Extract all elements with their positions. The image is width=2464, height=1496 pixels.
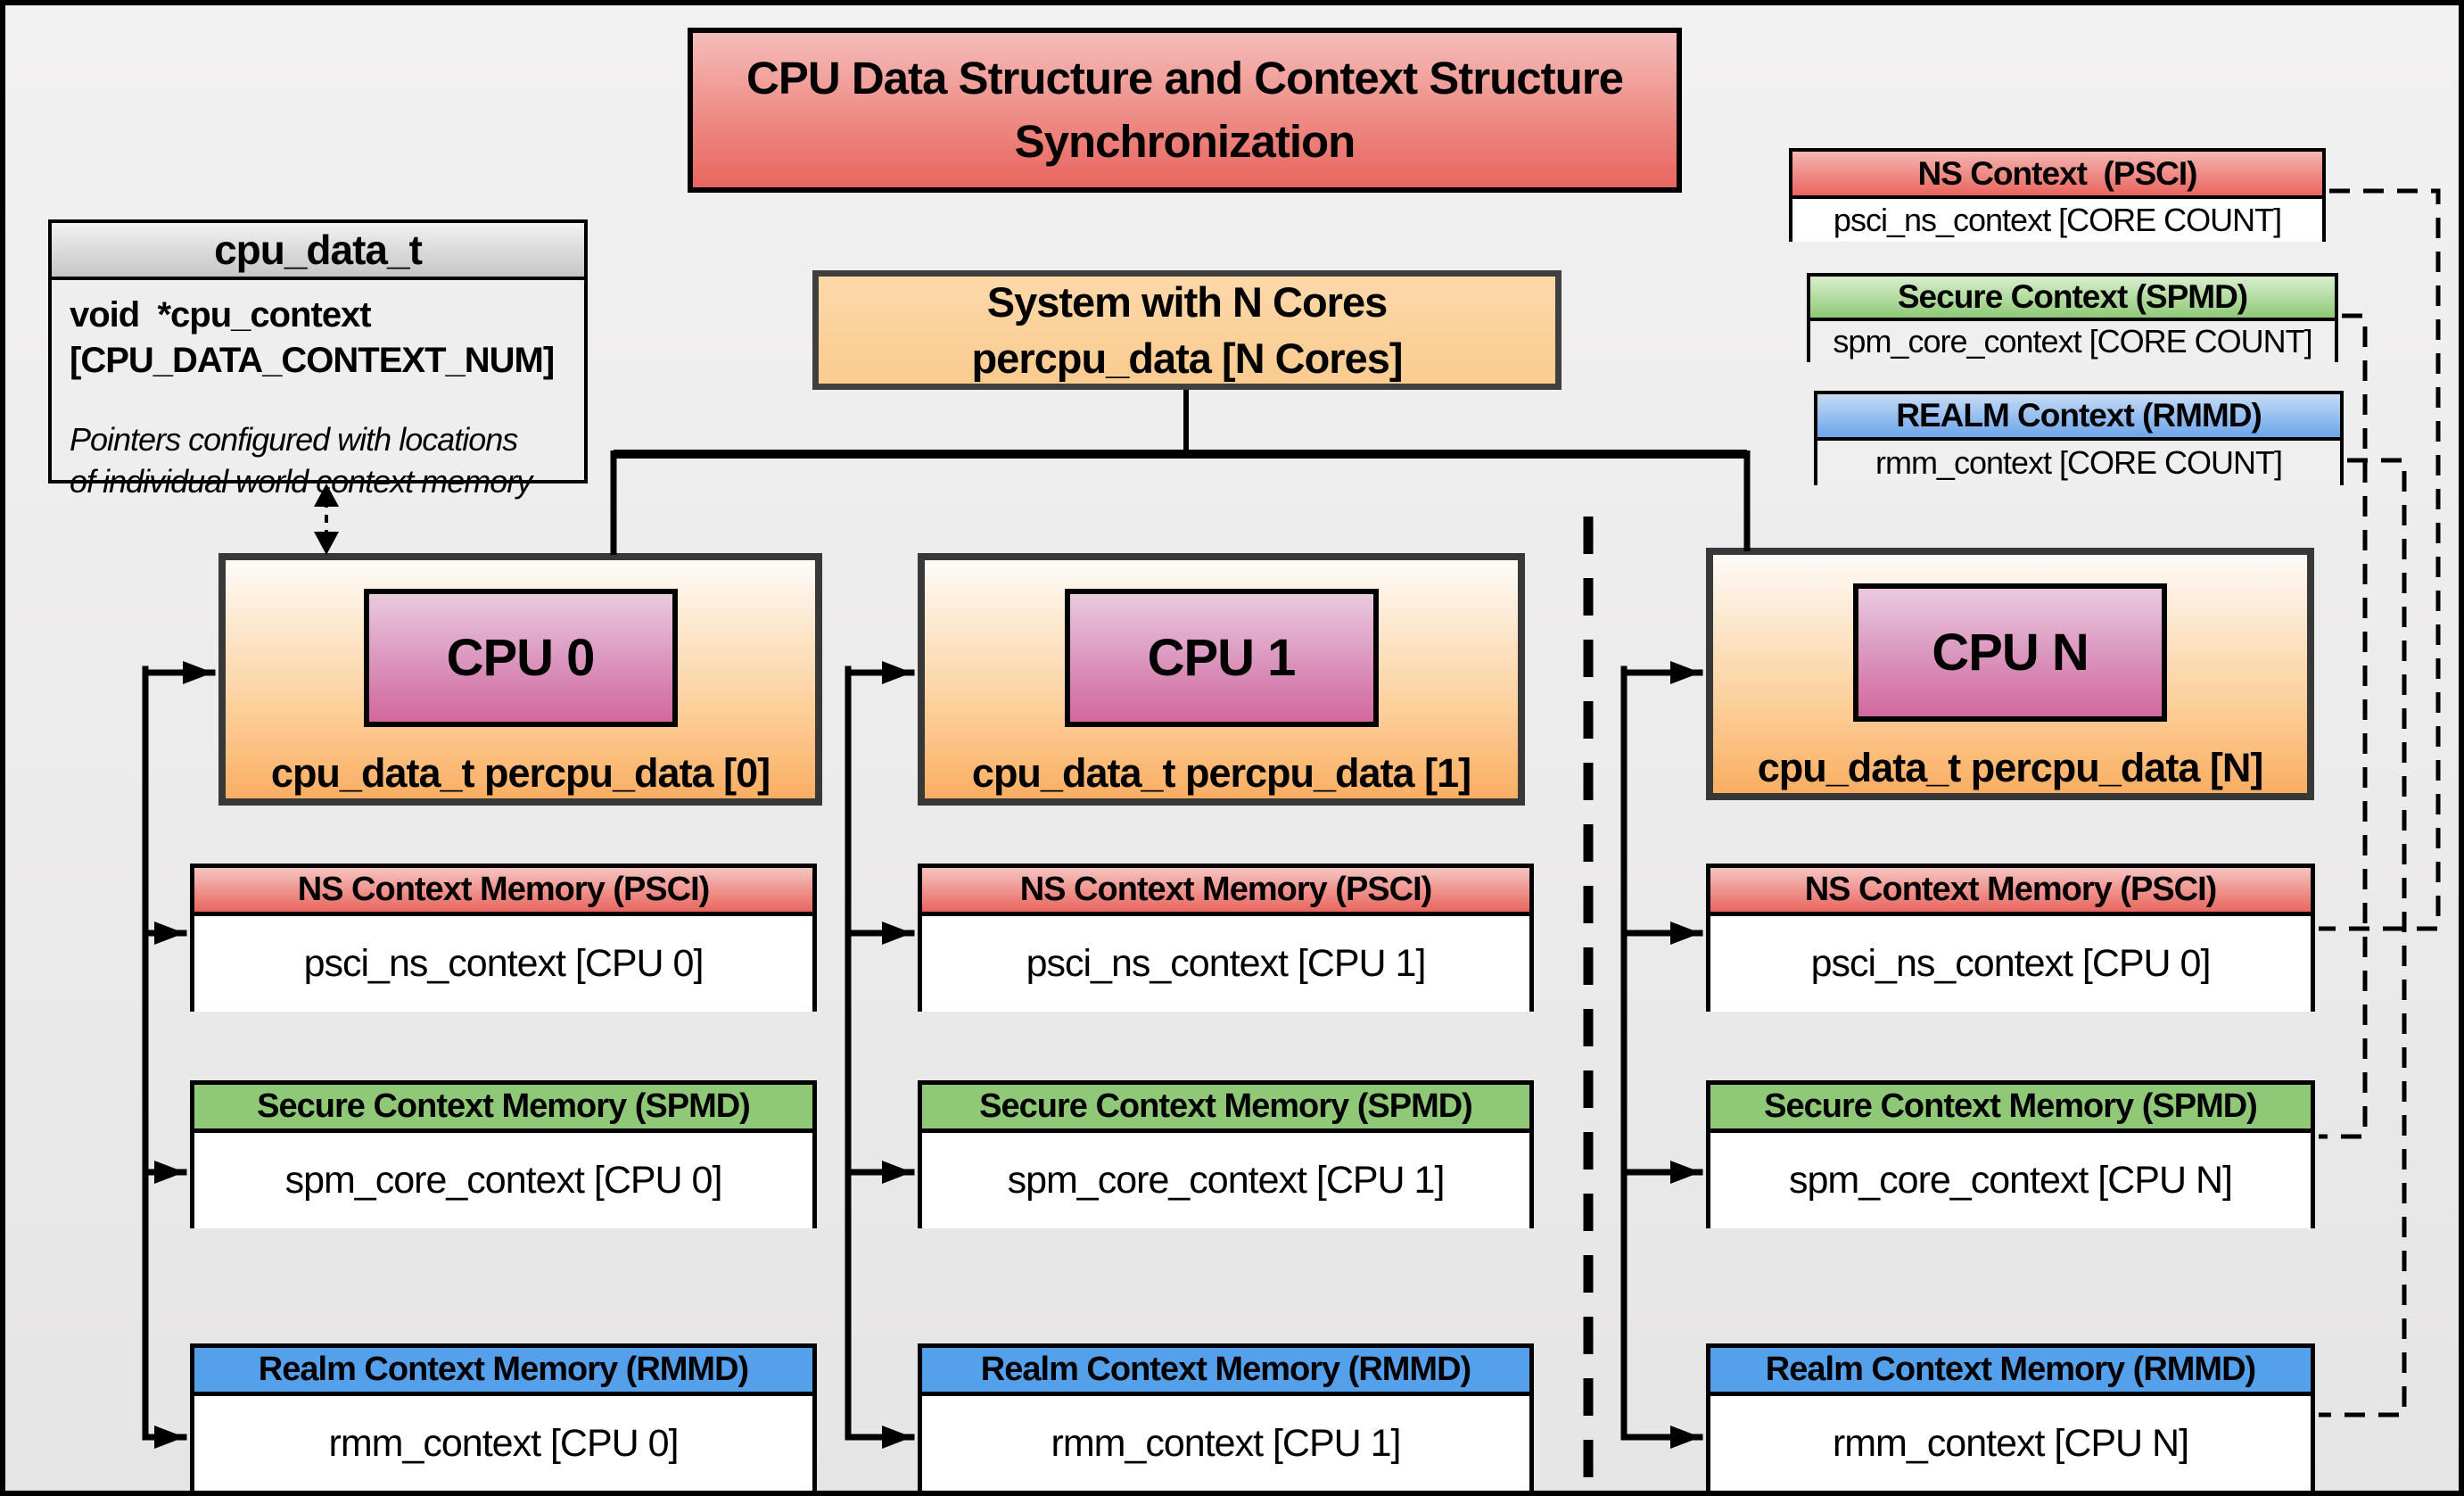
cpu0-data-label: cpu_data_t percpu_data [0] (270, 750, 771, 796)
diagram-title-box: CPU Data Structure and Context Structure… (688, 28, 1682, 193)
cpun-ns-context-memory-box: NS Context Memory (PSCI) psci_ns_context… (1706, 864, 2315, 1012)
cpun-secure-context-body: spm_core_context [CPU N] (1710, 1133, 2311, 1228)
note-line2: of individual world context memory (70, 463, 532, 500)
cpun-realm-context-header: Realm Context Memory (RMMD) (1710, 1348, 2311, 1396)
cpun-label-box: CPU N (1853, 583, 2167, 722)
cpu0-box: CPU 0 cpu_data_t percpu_data [0] (218, 553, 822, 806)
cpu1-ns-context-memory-box: NS Context Memory (PSCI) psci_ns_context… (918, 864, 1534, 1012)
cpu0-secure-context-header: Secure Context Memory (SPMD) (194, 1085, 812, 1133)
cpu0-label-box: CPU 0 (363, 589, 678, 727)
cpun-arrow-bus (1620, 661, 1703, 1449)
cpu0-ns-context-header: NS Context Memory (PSCI) (194, 868, 812, 916)
cpun-data-label: cpu_data_t percpu_data [N] (1757, 745, 2264, 790)
system-tree-connector (610, 390, 1751, 555)
legend-secure-body: spm_core_context [CORE COUNT] (1810, 321, 2335, 362)
cpu1-box: CPU 1 cpu_data_t percpu_data [1] (918, 553, 1525, 806)
realm-sync-link (2319, 458, 2407, 1417)
cpun-box: CPU N cpu_data_t percpu_data [N] (1706, 548, 2314, 800)
legend-realm-context-box: REALM Context (RMMD) rmm_context [CORE C… (1814, 391, 2344, 485)
legend-ns-context-box: NS Context (PSCI) psci_ns_context [CORE … (1789, 148, 2326, 242)
cpun-ns-context-header: NS Context Memory (PSCI) (1710, 868, 2311, 916)
cpu-data-t-box: cpu_data_t void *cpu_context [CPU_DATA_C… (48, 219, 588, 500)
cpu1-data-label: cpu_data_t percpu_data [1] (971, 750, 1471, 796)
system-n-cores-box: System with N Cores percpu_data [N Cores… (812, 270, 1562, 390)
cpu1-realm-context-memory-box: Realm Context Memory (RMMD) rmm_context … (918, 1343, 1534, 1491)
cpu1-label-box: CPU 1 (1064, 589, 1379, 727)
legend-sync-dashed-links (2319, 188, 2441, 1417)
cpu0-ns-context-body: psci_ns_context [CPU 0] (194, 916, 812, 1012)
cpun-realm-context-memory-box: Realm Context Memory (RMMD) rmm_context … (1706, 1343, 2315, 1491)
system-line2: percpu_data [N Cores] (971, 335, 1403, 382)
legend-ns-header: NS Context (PSCI) (1792, 152, 2322, 199)
system-line1: System with N Cores (986, 277, 1389, 326)
legend-realm-body: rmm_context [CORE COUNT] (1817, 441, 2340, 485)
legend-realm-header: REALM Context (RMMD) (1817, 394, 2340, 441)
cpun-ns-context-body: psci_ns_context [CPU 0] (1710, 916, 2311, 1012)
legend-secure-header: Secure Context (SPMD) (1810, 277, 2335, 321)
cpun-secure-context-memory-box: Secure Context Memory (SPMD) spm_core_co… (1706, 1080, 2315, 1228)
diagram-title: CPU Data Structure and Context Structure… (746, 53, 1624, 167)
cpu1-secure-context-body: spm_core_context [CPU 1] (922, 1133, 1529, 1228)
cpu-context-field-line1: void *cpu_context (70, 295, 372, 335)
cpu0-secure-context-body: spm_core_context [CPU 0] (194, 1133, 812, 1228)
cpu0-ns-context-memory-box: NS Context Memory (PSCI) psci_ns_context… (190, 864, 817, 1012)
cpu0-realm-context-header: Realm Context Memory (RMMD) (194, 1348, 812, 1396)
legend-ns-body: psci_ns_context [CORE COUNT] (1792, 199, 2322, 242)
cpu-data-t-header: cpu_data_t (52, 223, 584, 280)
cpu-data-t-body: void *cpu_context [CPU_DATA_CONTEXT_NUM]… (52, 280, 584, 503)
note-line1: Pointers configured with locations (70, 421, 518, 459)
cpu1-realm-context-body: rmm_context [CPU 1] (922, 1396, 1529, 1491)
cpu0-secure-context-memory-box: Secure Context Memory (SPMD) spm_core_co… (190, 1080, 817, 1228)
legend-secure-context-box: Secure Context (SPMD) spm_core_context [… (1807, 273, 2338, 362)
cpu-context-field-line2: [CPU_DATA_CONTEXT_NUM] (70, 341, 555, 381)
cpu1-secure-context-memory-box: Secure Context Memory (SPMD) spm_core_co… (918, 1080, 1534, 1228)
cpu0-realm-context-body: rmm_context [CPU 0] (194, 1396, 812, 1491)
cpu0-arrow-bus (142, 661, 216, 1449)
cpu0-realm-context-memory-box: Realm Context Memory (RMMD) rmm_context … (190, 1343, 817, 1491)
cpu1-realm-context-header: Realm Context Memory (RMMD) (922, 1348, 1529, 1396)
cpu-data-t-note: Pointers configured with locations of in… (70, 419, 566, 503)
cpu1-secure-context-header: Secure Context Memory (SPMD) (922, 1085, 1529, 1133)
cpu1-ns-context-body: psci_ns_context [CPU 1] (922, 916, 1529, 1012)
cpu1-ns-context-header: NS Context Memory (PSCI) (922, 868, 1529, 916)
cpu1-arrow-bus (845, 661, 915, 1449)
cpun-secure-context-header: Secure Context Memory (SPMD) (1710, 1085, 2311, 1133)
cpun-realm-context-body: rmm_context [CPU N] (1710, 1396, 2311, 1491)
